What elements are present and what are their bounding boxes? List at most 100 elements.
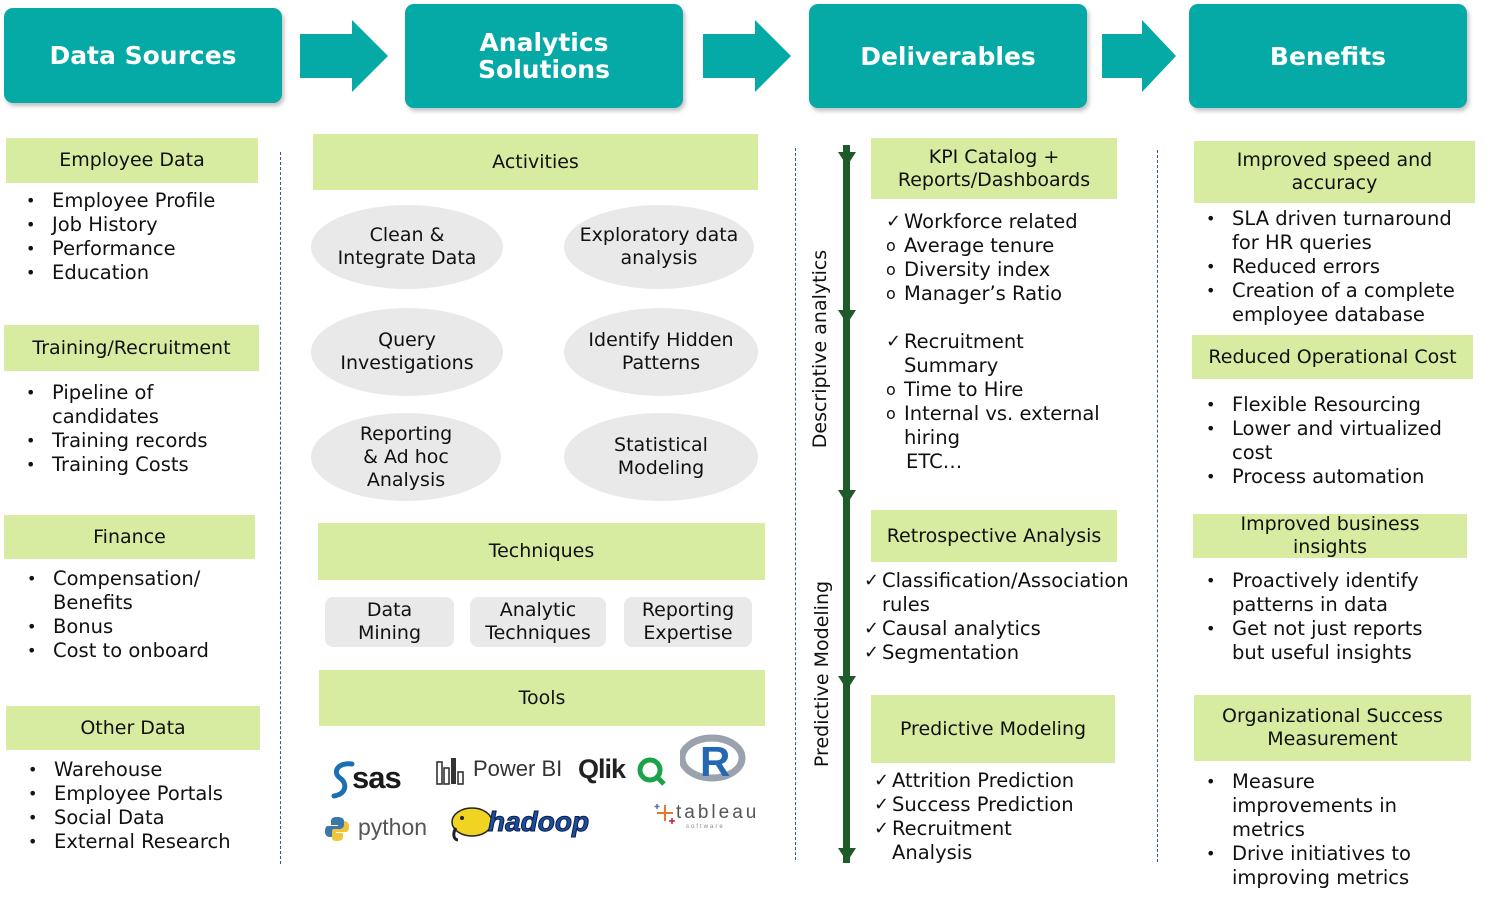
deliverables-timeline-bar [843, 145, 850, 863]
list-item: Training Costs [26, 453, 226, 477]
list-item: Internal vs. external hiring [886, 402, 1134, 450]
list-item: Social Data [28, 806, 278, 830]
activity-exploratory: Exploratory data analysis [564, 205, 754, 289]
python-snake-icon [325, 817, 349, 841]
reduced-cost-title-text: Reduced Operational Cost [1208, 345, 1457, 368]
technique-data-mining: Data Mining [325, 597, 454, 647]
improved-speed-list: SLA driven turnaround for HR queries Red… [1206, 207, 1476, 327]
reduced-cost-title: Reduced Operational Cost [1192, 335, 1473, 379]
activity-reporting: Reporting & Ad hoc Analysis [311, 413, 501, 501]
arrow-right-icon [300, 20, 388, 92]
arrow-right-icon [1102, 20, 1176, 92]
tableau-logo: tableau software [654, 800, 756, 834]
tableau-logo-text: tableau [676, 802, 760, 823]
other-data-list: Warehouse Employee Portals Social Data E… [28, 758, 278, 854]
r-logo-text: R [700, 738, 731, 785]
technique-label: Reporting Expertise [641, 599, 735, 644]
header-analytics-solutions: Analytics Solutions [405, 4, 683, 108]
list-item: Training records [26, 429, 282, 453]
header-benefits-label: Benefits [1269, 41, 1387, 71]
chevron-down-icon [838, 490, 856, 504]
business-insights-list: Proactively identify patterns in data Ge… [1206, 569, 1436, 665]
predictive-modeling-title: Predictive Modeling [871, 695, 1115, 763]
r-logo: R [678, 734, 746, 786]
kpi-catalog-title: KPI Catalog + Reports/Dashboards [871, 138, 1117, 199]
finance-title-text: Finance [93, 525, 166, 548]
predictive-modeling-label: Predictive Modeling [811, 580, 833, 768]
list-item: Drive initiatives to improving metrics [1206, 842, 1442, 890]
organizational-success-list: Measure improvements in metrics Drive in… [1206, 770, 1436, 890]
header-data-sources-label: Data Sources [49, 41, 237, 70]
arrow-right-icon [703, 20, 791, 92]
technique-reporting: Reporting Expertise [624, 597, 752, 647]
list-item: Pipeline of candidates [26, 381, 226, 429]
list-item: Lower and virtualized cost [1206, 417, 1462, 465]
header-benefits: Benefits [1189, 4, 1467, 108]
r-logo-icon [678, 734, 746, 782]
list-item: Cost to onboard [27, 639, 283, 663]
business-insights-title-text: Improved business insights [1240, 513, 1420, 558]
header-analytics-line2: Solutions [478, 55, 610, 84]
kpi-catalog-list: Workforce related Average tenure Diversi… [886, 210, 1126, 474]
qlik-logo-text: Qlik [578, 754, 626, 784]
qlik-q-icon [637, 757, 666, 786]
list-item: Compensation/ Benefits [27, 567, 227, 615]
chevron-down-icon [838, 152, 856, 166]
employee-data-title: Employee Data [6, 138, 258, 183]
powerbi-logo: Power BI [436, 754, 568, 788]
tools-title: Tools [319, 670, 765, 726]
activity-hidden-patterns: Identify Hidden Patterns [564, 308, 758, 396]
list-item: Creation of a complete employee database [1206, 279, 1476, 327]
activity-clean-integrate: Clean & Integrate Data [311, 205, 503, 289]
activities-title-text: Activities [492, 150, 579, 173]
hadoop-logo: hadoop [448, 802, 612, 848]
list-item: Measure improvements in metrics [1206, 770, 1412, 842]
activity-label: Statistical Modeling [614, 434, 708, 479]
list-item: Get not just reports but useful insights [1206, 617, 1436, 665]
organizational-success-title-text: Organizational Success Measurement [1222, 705, 1443, 750]
list-item: SLA driven turnaround for HR queries [1206, 207, 1476, 255]
list-item: Recruitment Analysis [874, 817, 1042, 865]
training-recruitment-title-text: Training/Recruitment [32, 336, 231, 359]
retrospective-analysis-list: Classification/Association rules Causal … [864, 569, 1144, 665]
activity-label: Identify Hidden Patterns [588, 329, 734, 374]
technique-label: Analytic Techniques [485, 599, 591, 644]
list-item: Employee Portals [28, 782, 278, 806]
activity-query: Query Investigations [311, 308, 503, 396]
sas-logo-text: sas [352, 760, 402, 795]
chevron-down-icon [838, 848, 856, 862]
column-divider [795, 148, 796, 860]
other-data-title: Other Data [6, 706, 260, 750]
training-recruitment-list: Pipeline of candidates Training records … [26, 381, 226, 477]
sas-logo: sas [330, 758, 415, 800]
business-insights-title: Improved business insights [1193, 513, 1467, 558]
descriptive-analytics-label: Descriptive analytics [809, 249, 831, 449]
list-item: Success Prediction [874, 793, 1094, 817]
list-item: Segmentation [864, 641, 1144, 665]
list-item: Education [26, 261, 276, 285]
tableau-cross-icon [654, 804, 675, 824]
employee-data-title-text: Employee Data [59, 149, 205, 171]
list-item: Proactively identify patterns in data [1206, 569, 1436, 617]
python-logo: python [324, 812, 434, 846]
techniques-title: Techniques [318, 523, 765, 580]
activities-title: Activities [313, 134, 758, 190]
tools-title-text: Tools [518, 686, 566, 709]
list-item: ETC… [906, 450, 963, 473]
list-item: Flexible Resourcing [1206, 393, 1468, 417]
hadoop-logo-text: hadoop [487, 806, 590, 838]
list-item: Diversity index [886, 258, 1126, 282]
kpi-catalog-title-text: KPI Catalog + Reports/Dashboards [897, 145, 1091, 191]
header-deliverables-label: Deliverables [860, 41, 1036, 71]
list-item: Workforce related [886, 210, 1126, 234]
header-data-sources: Data Sources [4, 8, 282, 103]
list-item: Warehouse [28, 758, 278, 782]
finance-title: Finance [4, 515, 255, 559]
list-item: Reduced errors [1206, 255, 1476, 279]
column-divider [1157, 150, 1158, 862]
retrospective-analysis-title-text: Retrospective Analysis [886, 524, 1102, 547]
list-item: Manager’s Ratio [886, 282, 1126, 306]
improved-speed-title: Improved speed and accuracy [1194, 141, 1475, 203]
list-item: Classification/Association rules [864, 569, 1144, 617]
list-item: Causal analytics [864, 617, 1144, 641]
